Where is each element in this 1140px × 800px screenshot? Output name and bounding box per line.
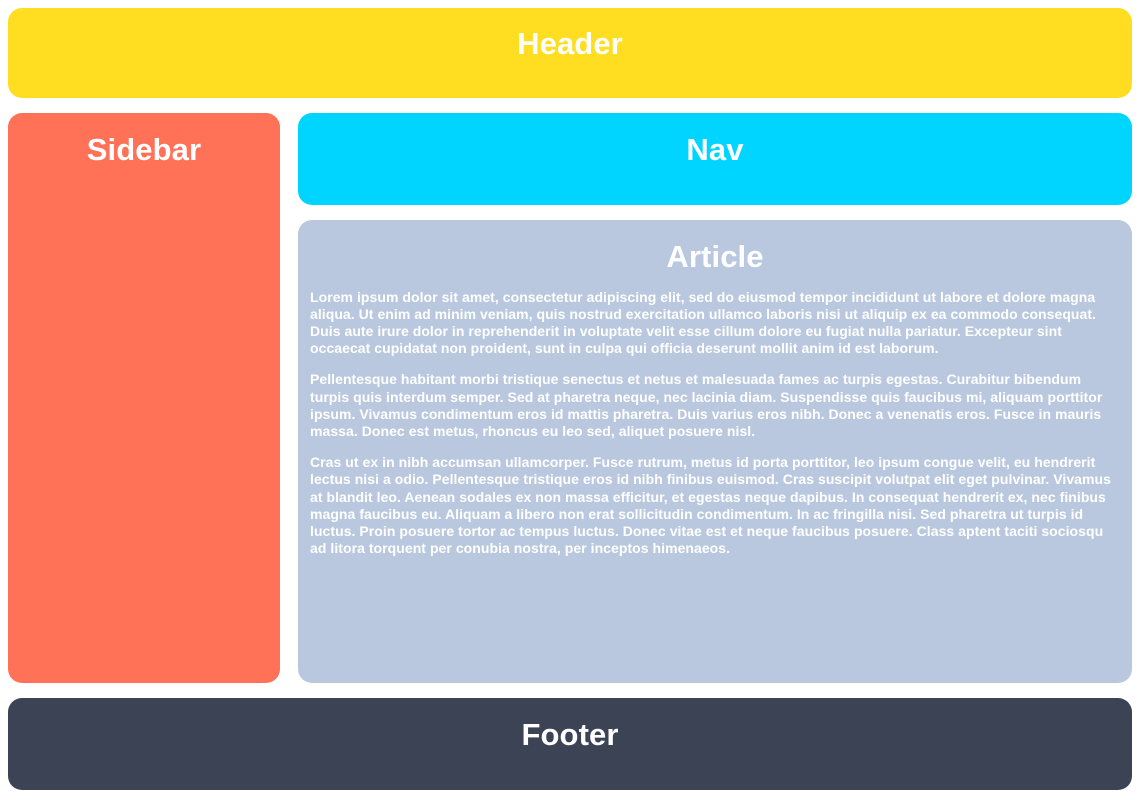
article-paragraph: Cras ut ex in nibh accumsan ullamcorper.… — [310, 454, 1111, 557]
sidebar-title: Sidebar — [86, 132, 202, 167]
article-paragraph: Lorem ipsum dolor sit amet, consectetur … — [310, 288, 1097, 357]
footer-title: Footer — [521, 717, 619, 752]
article-title: Article — [666, 239, 764, 274]
nav-title: Nav — [686, 132, 744, 167]
article-paragraph: Pellentesque habitant morbi tristique se… — [310, 371, 1103, 440]
sidebar-region: Sidebar — [8, 113, 280, 683]
header-title: Header — [517, 26, 623, 61]
nav-region: Nav — [298, 113, 1132, 205]
article-body: Lorem ipsum dolor sit amet, consectetur … — [310, 289, 1120, 558]
footer-region: Footer — [8, 698, 1132, 790]
article-region: Article Lorem ipsum dolor sit amet, cons… — [298, 220, 1132, 683]
header-region: Header — [8, 8, 1132, 98]
